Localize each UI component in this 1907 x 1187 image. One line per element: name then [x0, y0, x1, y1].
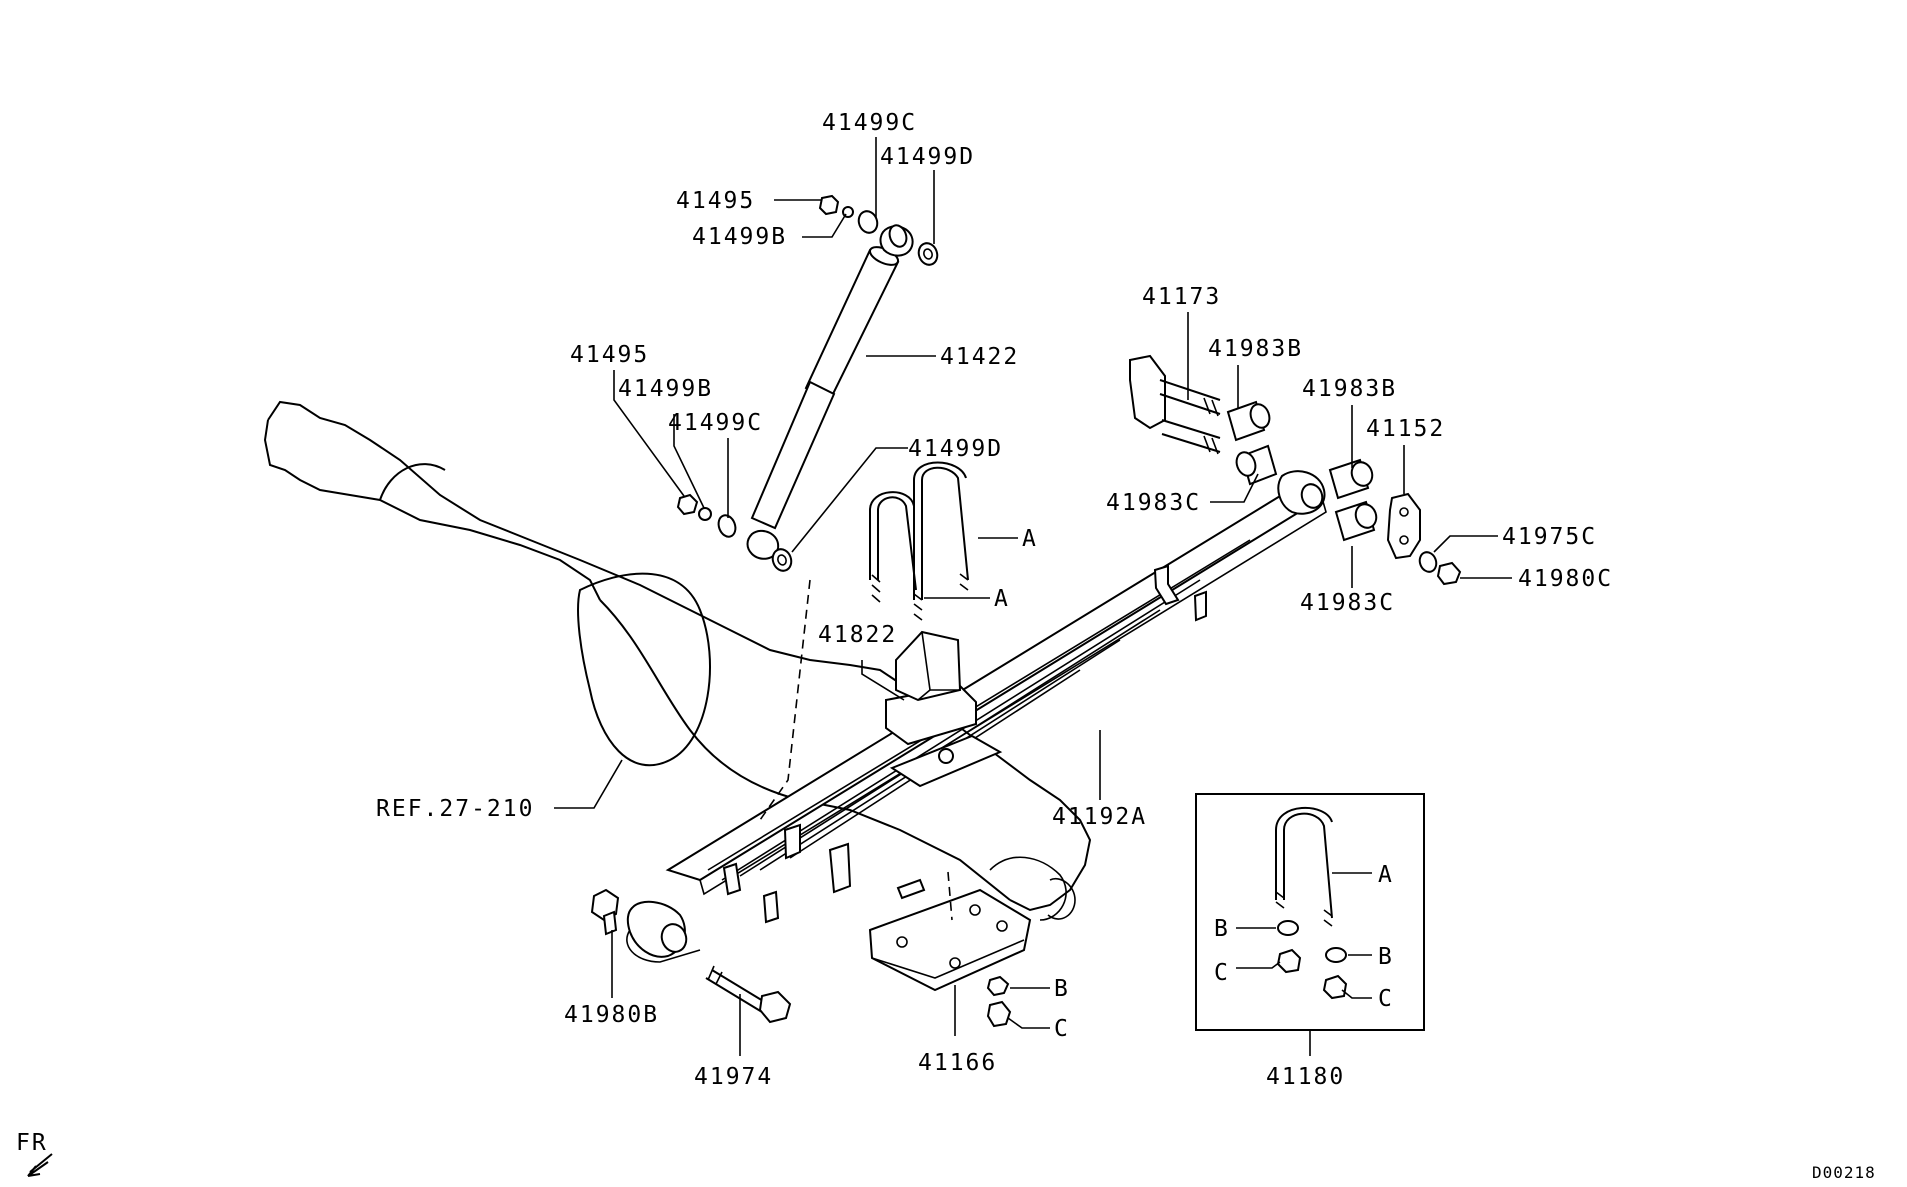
label-41152: 41152 [1366, 416, 1445, 442]
leaf-spring-41192a [626, 470, 1327, 963]
shackle-41173 [1129, 354, 1221, 455]
label-fr: FR [16, 1130, 48, 1156]
label-box-c1: C [1214, 960, 1230, 986]
diagram-code: D00218 [1812, 1163, 1876, 1182]
front-direction-arrow-icon [27, 1153, 53, 1177]
front-bolts [590, 888, 792, 1024]
label-41975c: 41975C [1502, 524, 1597, 550]
label-41499c-top: 41499C [822, 110, 917, 136]
center-bolt-dashed-line [947, 871, 953, 921]
label-41499c-mid: 41499C [668, 410, 763, 436]
label-41499d-mid: 41499D [908, 436, 1003, 462]
label-41980b: 41980B [564, 1002, 659, 1028]
axle-housing-outline [263, 400, 1092, 921]
shock-absorber-41422 [746, 224, 914, 560]
label-plate-c: C [1054, 1016, 1070, 1042]
label-box-b1: B [1214, 916, 1230, 942]
label-41983c-b: 41983C [1300, 590, 1395, 616]
label-41192a: 41192A [1052, 804, 1147, 830]
shock-bottom-hardware [676, 493, 793, 572]
label-box-b2: B [1378, 944, 1394, 970]
label-41499d-top: 41499D [880, 144, 975, 170]
label-41495-mid: 41495 [570, 342, 649, 368]
label-ref-27-210: REF.27-210 [376, 796, 534, 822]
part-labels: 41499C 41499D 41495 41499B 41422 41495 4… [16, 110, 1876, 1182]
label-41983b-a: 41983B [1208, 336, 1303, 362]
label-41166: 41166 [918, 1050, 997, 1076]
u-bolt-kit-detail-box [1195, 793, 1425, 1031]
label-41974: 41974 [694, 1064, 773, 1090]
shock-top-hardware [818, 194, 939, 266]
label-41983c-a: 41983C [1106, 490, 1201, 516]
leader-lines [554, 137, 1512, 1056]
label-41980c: 41980C [1518, 566, 1613, 592]
label-41422: 41422 [940, 344, 1019, 370]
label-ubolt-a1: A [1022, 526, 1038, 552]
label-plate-b: B [1054, 976, 1070, 1002]
label-41173: 41173 [1142, 284, 1221, 310]
bushings-41983 [1226, 400, 1378, 542]
label-box-c2: C [1378, 986, 1394, 1012]
label-41822: 41822 [818, 622, 897, 648]
shock-mount-dashed-line [759, 579, 811, 821]
bump-stopper-41822 [885, 630, 977, 746]
label-41495-top: 41495 [676, 188, 755, 214]
spring-seat-plate-41166 [868, 878, 1032, 1028]
label-41499b-top: 41499B [692, 224, 787, 250]
label-41180: 41180 [1266, 1064, 1345, 1090]
label-ubolt-a2: A [994, 586, 1010, 612]
u-bolts-a [869, 461, 969, 621]
label-41983b-b: 41983B [1302, 376, 1397, 402]
label-box-a: A [1378, 862, 1394, 888]
shackle-plate-41152 [1386, 492, 1462, 586]
label-41499b-mid: 41499B [618, 376, 713, 402]
